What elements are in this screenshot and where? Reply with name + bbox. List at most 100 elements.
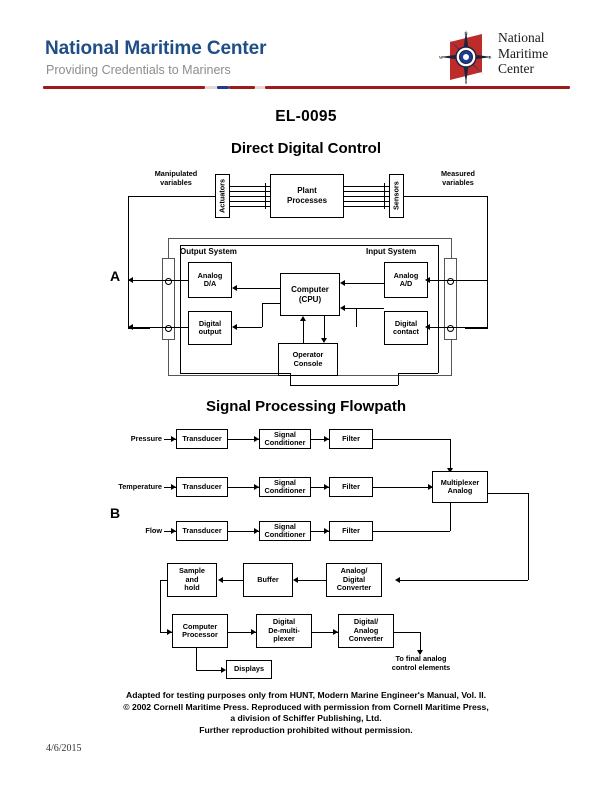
arrow-flow-in	[171, 528, 176, 534]
logo-wordmark: National Maritime Center	[498, 30, 548, 77]
logo-line-3: Center	[498, 61, 534, 76]
wire-pressure-in	[164, 439, 176, 440]
arrow-f-to-mux	[447, 497, 453, 502]
loop-right-bottom	[465, 328, 488, 329]
arrow-temp-in	[171, 484, 176, 490]
box-sample-and-hold: Sample and hold	[167, 563, 217, 597]
rule-segment-light-2	[255, 86, 265, 89]
box-transducer-flow: Transducer	[176, 521, 228, 541]
inner-system-frame	[168, 238, 452, 376]
loop-left-bottom	[128, 328, 150, 329]
rule-segment-red-right	[265, 86, 570, 89]
bus-actuators-plant-2	[230, 191, 270, 192]
box-filter-pressure: Filter	[329, 429, 373, 449]
rail-node-right-top	[446, 278, 454, 285]
wire-temp-in	[164, 487, 176, 488]
wire-cpu-displays-h	[196, 670, 224, 671]
wire-mux-out-v	[528, 493, 529, 580]
arrow-railright-to-analogad	[425, 277, 430, 283]
wire-cpu-to-analogda	[236, 288, 280, 289]
page-header: National Maritime Center Providing Crede…	[0, 0, 612, 96]
bus-actuators-plant-5	[230, 206, 270, 207]
wire-railleft-to-digitalout	[167, 327, 188, 328]
rail-node-left-top	[164, 278, 172, 285]
label-input-pressure: Pressure	[130, 434, 162, 443]
arrow-analogad-to-cpu	[340, 280, 345, 286]
arrow-mux-to-adc	[395, 577, 400, 583]
arrow-buffer-to-sample	[218, 577, 223, 583]
label-manipulated-variables: Manipulated variables	[154, 169, 198, 187]
wire-sample-left-h	[160, 580, 167, 581]
label-input-flow: Flow	[145, 526, 162, 535]
wire-bottom-right-h	[398, 373, 438, 374]
box-sensors: Sensors	[389, 174, 404, 218]
bus-plant-sensors-4	[344, 201, 389, 202]
footer-line-2: © 2002 Cornell Maritime Press. Reproduce…	[123, 701, 489, 712]
box-operator-console: Operator Console	[278, 343, 338, 376]
arrow-cpu-to-analogda	[232, 285, 237, 291]
arrow-p-to-mux	[447, 468, 453, 473]
wire-railright-to-contact	[428, 327, 450, 328]
rail-left	[162, 258, 175, 340]
wire-t-filter-mux	[373, 487, 432, 488]
box-filter-temperature: Filter	[329, 477, 373, 497]
footer-line-1: Adapted for testing purposes only from H…	[126, 690, 486, 700]
box-digital-output: Digital output	[188, 311, 232, 345]
box-filter-flow: Filter	[329, 521, 373, 541]
diagram-a-title: Direct Digital Control	[230, 140, 381, 157]
wire-bottom-left-v	[180, 245, 181, 373]
box-buffer: Buffer	[243, 563, 293, 597]
arrow-p-sc-filter	[324, 436, 329, 442]
label-measured-variables: Measured variables	[440, 169, 476, 187]
page-footer: Adapted for testing purposes only from H…	[0, 690, 612, 736]
box-signal-conditioner-pressure: Signal Conditioner	[259, 429, 311, 449]
wire-digitalcontact-h	[356, 308, 384, 309]
box-signal-conditioner-flow: Signal Conditioner	[259, 521, 311, 541]
box-plant-processes: Plant Processes	[270, 174, 344, 218]
box-displays: Displays	[226, 660, 272, 679]
wire-sample-to-cpu-h	[160, 632, 172, 633]
bus-actuators-plant-3	[230, 196, 270, 197]
bus-plant-sensors-5	[344, 206, 389, 207]
panel-label-a: A	[110, 268, 121, 284]
diagram-b-title: Signal Processing Flowpath	[205, 398, 407, 415]
box-transducer-temperature: Transducer	[176, 477, 228, 497]
arrow-p-trans-sc	[254, 436, 259, 442]
wire-cpu-digitalout-h1	[262, 303, 280, 304]
label-final-control-elements: To final analog control elements	[391, 654, 451, 672]
rule-segment-light-1	[205, 86, 217, 89]
arrow-t-trans-sc	[254, 484, 259, 490]
bus-tick-sensors-in	[384, 183, 385, 209]
arrow-console-to-cpu	[300, 316, 306, 321]
box-digital-demultiplexer: Digital De-multi- plexer	[256, 614, 312, 648]
wire-f-sc-filter	[311, 531, 329, 532]
box-signal-conditioner-temperature: Signal Conditioner	[259, 477, 311, 497]
loop-actuators-left	[128, 196, 215, 197]
box-analog-ad: Analog A/D	[384, 262, 428, 298]
wire-bottom-left-h	[180, 373, 290, 374]
bus-plant-sensors-1	[344, 186, 389, 187]
footer-line-3: a division of Schiffer Publishing, Ltd.	[230, 713, 382, 724]
label-output-system: Output System	[180, 247, 237, 256]
brand-subtitle: Providing Credentials to Mariners	[46, 63, 231, 77]
wire-bottom-right-v	[438, 245, 439, 373]
wire-f-to-mux-v	[450, 501, 451, 531]
rule-segment-red-left	[43, 86, 205, 89]
rail-node-left-bottom	[164, 325, 172, 332]
arrow-cpu-to-displays	[221, 667, 226, 673]
rail-right	[444, 258, 457, 340]
box-computer-cpu: Computer (CPU)	[280, 273, 340, 316]
bus-plant-sensors-3	[344, 196, 389, 197]
svg-text:E: E	[489, 55, 492, 60]
wire-railleft-to-analogda	[167, 280, 188, 281]
nmc-logo: N S W E National Maritime Center	[438, 28, 578, 86]
brand-title: National Maritime Center	[45, 38, 267, 59]
arrow-railleft-out2	[128, 324, 133, 330]
wire-p-trans-sc	[228, 439, 259, 440]
loop-left-vertical	[128, 196, 129, 328]
arrow-adc-to-buffer	[293, 577, 298, 583]
wire-flow-in	[164, 531, 176, 532]
label-input-temperature: Temperature	[118, 482, 162, 491]
logo-line-1: National	[498, 30, 545, 45]
wire-bottom-left-v2	[290, 373, 291, 385]
